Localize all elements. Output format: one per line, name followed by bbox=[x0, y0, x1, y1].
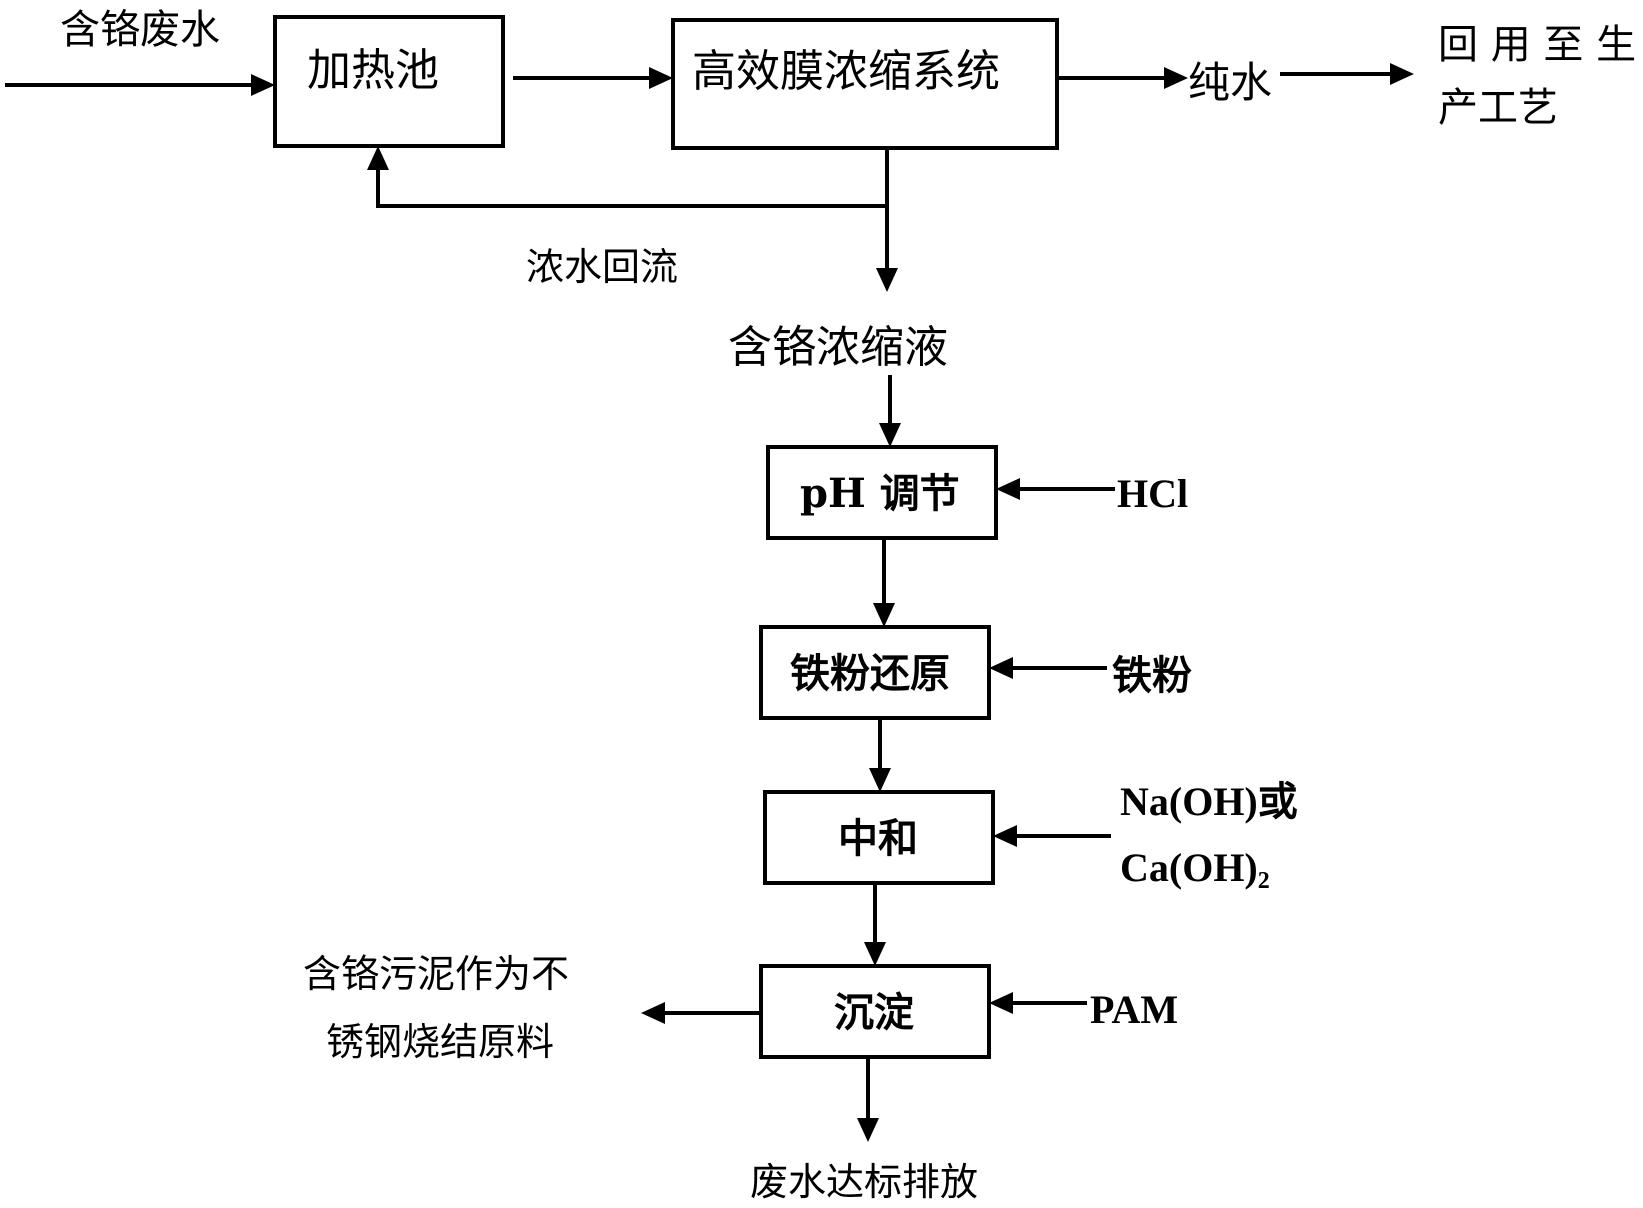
membrane-system-label: 高效膜浓缩系统 bbox=[692, 46, 1000, 97]
arrowhead-sludge bbox=[641, 1002, 665, 1024]
sludge-label-line1: 含铬污泥作为不 bbox=[303, 952, 570, 996]
reagent-naoh-label: Na(OH)或 bbox=[1120, 779, 1298, 824]
pure-water-label: 纯水 bbox=[1188, 58, 1273, 107]
arrowhead-ironpowder bbox=[989, 657, 1013, 679]
arrowhead-alkali bbox=[993, 825, 1017, 847]
reagent-caoh-label: Ca(OH)2 bbox=[1120, 845, 1270, 894]
heating-tank-box bbox=[273, 15, 505, 148]
arrowhead-sedimentation-in bbox=[864, 942, 886, 966]
concentrate-reflux-label: 浓水回流 bbox=[526, 245, 679, 289]
neutralization-box bbox=[763, 790, 995, 885]
iron-reduction-label: 铁粉还原 bbox=[790, 650, 950, 697]
input-wastewater-label: 含铬废水 bbox=[60, 7, 220, 53]
arrowhead-pam bbox=[989, 992, 1013, 1014]
arrowhead-neutralization-in bbox=[869, 768, 891, 792]
reagent-caoh-main: Ca(OH) bbox=[1120, 845, 1258, 890]
membrane-system-box bbox=[671, 18, 1059, 150]
reuse-label-line1: 回 用 至 生 bbox=[1438, 22, 1637, 68]
chromium-concentrate-label: 含铬浓缩液 bbox=[728, 322, 948, 373]
reagent-caoh-subscript: 2 bbox=[1257, 868, 1270, 895]
sludge-label-line2: 锈钢烧结原料 bbox=[326, 1020, 555, 1064]
arrowhead-hcl bbox=[996, 478, 1020, 500]
arrowhead-pure-water bbox=[1164, 67, 1188, 89]
arrowhead-iron-in bbox=[873, 603, 895, 627]
reagent-hcl-label: HCl bbox=[1117, 471, 1189, 516]
discharge-label: 废水达标排放 bbox=[750, 1160, 979, 1204]
arrow-concentrate-reflux bbox=[376, 168, 887, 208]
arrowhead-concentrate-down bbox=[876, 268, 898, 292]
reuse-label-line2: 产工艺 bbox=[1438, 85, 1558, 131]
arrowhead-discharge bbox=[857, 1118, 879, 1142]
ph-adjust-label: pH 调节 bbox=[800, 470, 960, 517]
neutralization-label: 中和 bbox=[838, 815, 918, 862]
iron-reduction-box bbox=[759, 625, 991, 720]
arrowhead-reuse bbox=[1390, 63, 1414, 85]
arrowhead-heating-in bbox=[251, 74, 275, 96]
heating-tank-label: 加热池 bbox=[307, 45, 439, 96]
reagent-pam-label: PAM bbox=[1090, 987, 1179, 1032]
arrowhead-ph-in bbox=[879, 423, 901, 447]
arrowhead-membrane-in bbox=[649, 67, 673, 89]
sedimentation-label: 沉淀 bbox=[834, 989, 914, 1036]
reagent-iron-powder-label: 铁粉 bbox=[1112, 653, 1192, 698]
arrowhead-reflux-up bbox=[367, 146, 389, 170]
